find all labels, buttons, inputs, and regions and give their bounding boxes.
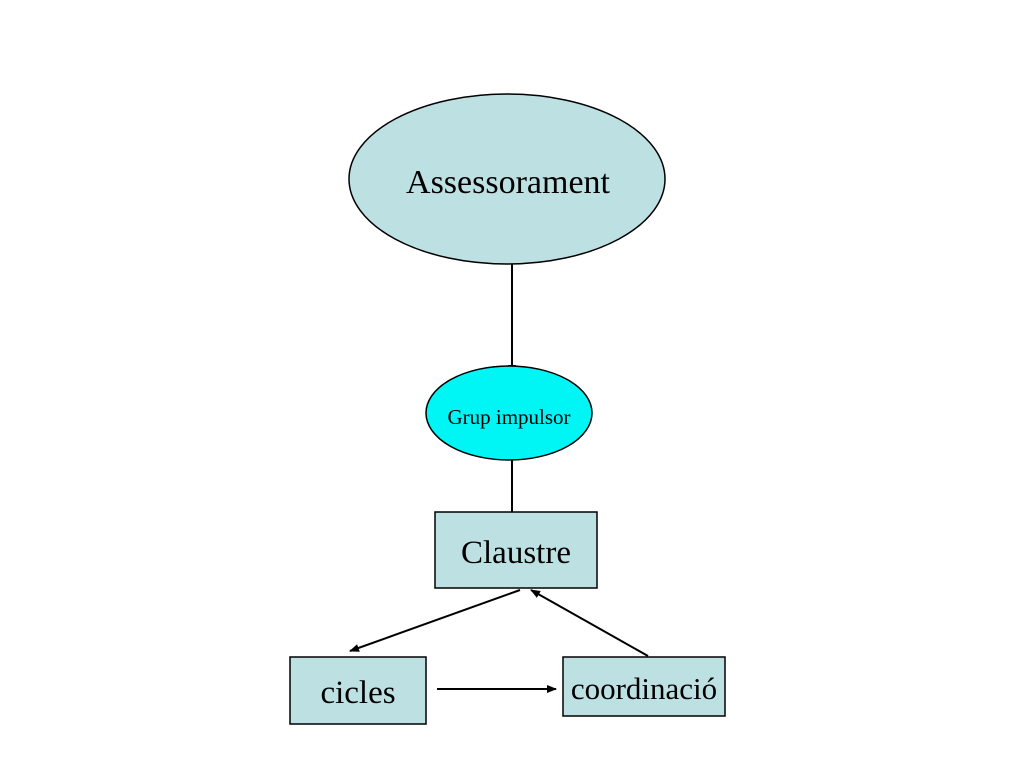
edge-claustre-to-cicles	[349, 589, 521, 652]
node-grup-impulsor: Grup impulsor	[425, 365, 593, 461]
node-assessorament-label: Assessorament	[406, 164, 611, 201]
node-claustre-label: Claustre	[461, 535, 571, 571]
node-coordinacio: coordinació	[562, 656, 726, 717]
node-assessorament: Assessorament	[348, 93, 666, 265]
node-cicles-shape	[289, 656, 427, 725]
edge-coordinacio-to-claustre	[530, 589, 649, 657]
node-grup-impulsor-shape	[425, 365, 593, 461]
node-assessorament-shape	[348, 93, 666, 265]
node-claustre: Claustre	[434, 511, 598, 589]
node-grup-impulsor-label: Grup impulsor	[447, 405, 570, 429]
node-coordinacio-shape	[562, 656, 726, 717]
node-claustre-shape	[434, 511, 598, 589]
node-coordinacio-label: coordinació	[571, 671, 717, 706]
node-cicles: cicles	[289, 656, 427, 725]
node-cicles-label: cicles	[320, 675, 395, 711]
